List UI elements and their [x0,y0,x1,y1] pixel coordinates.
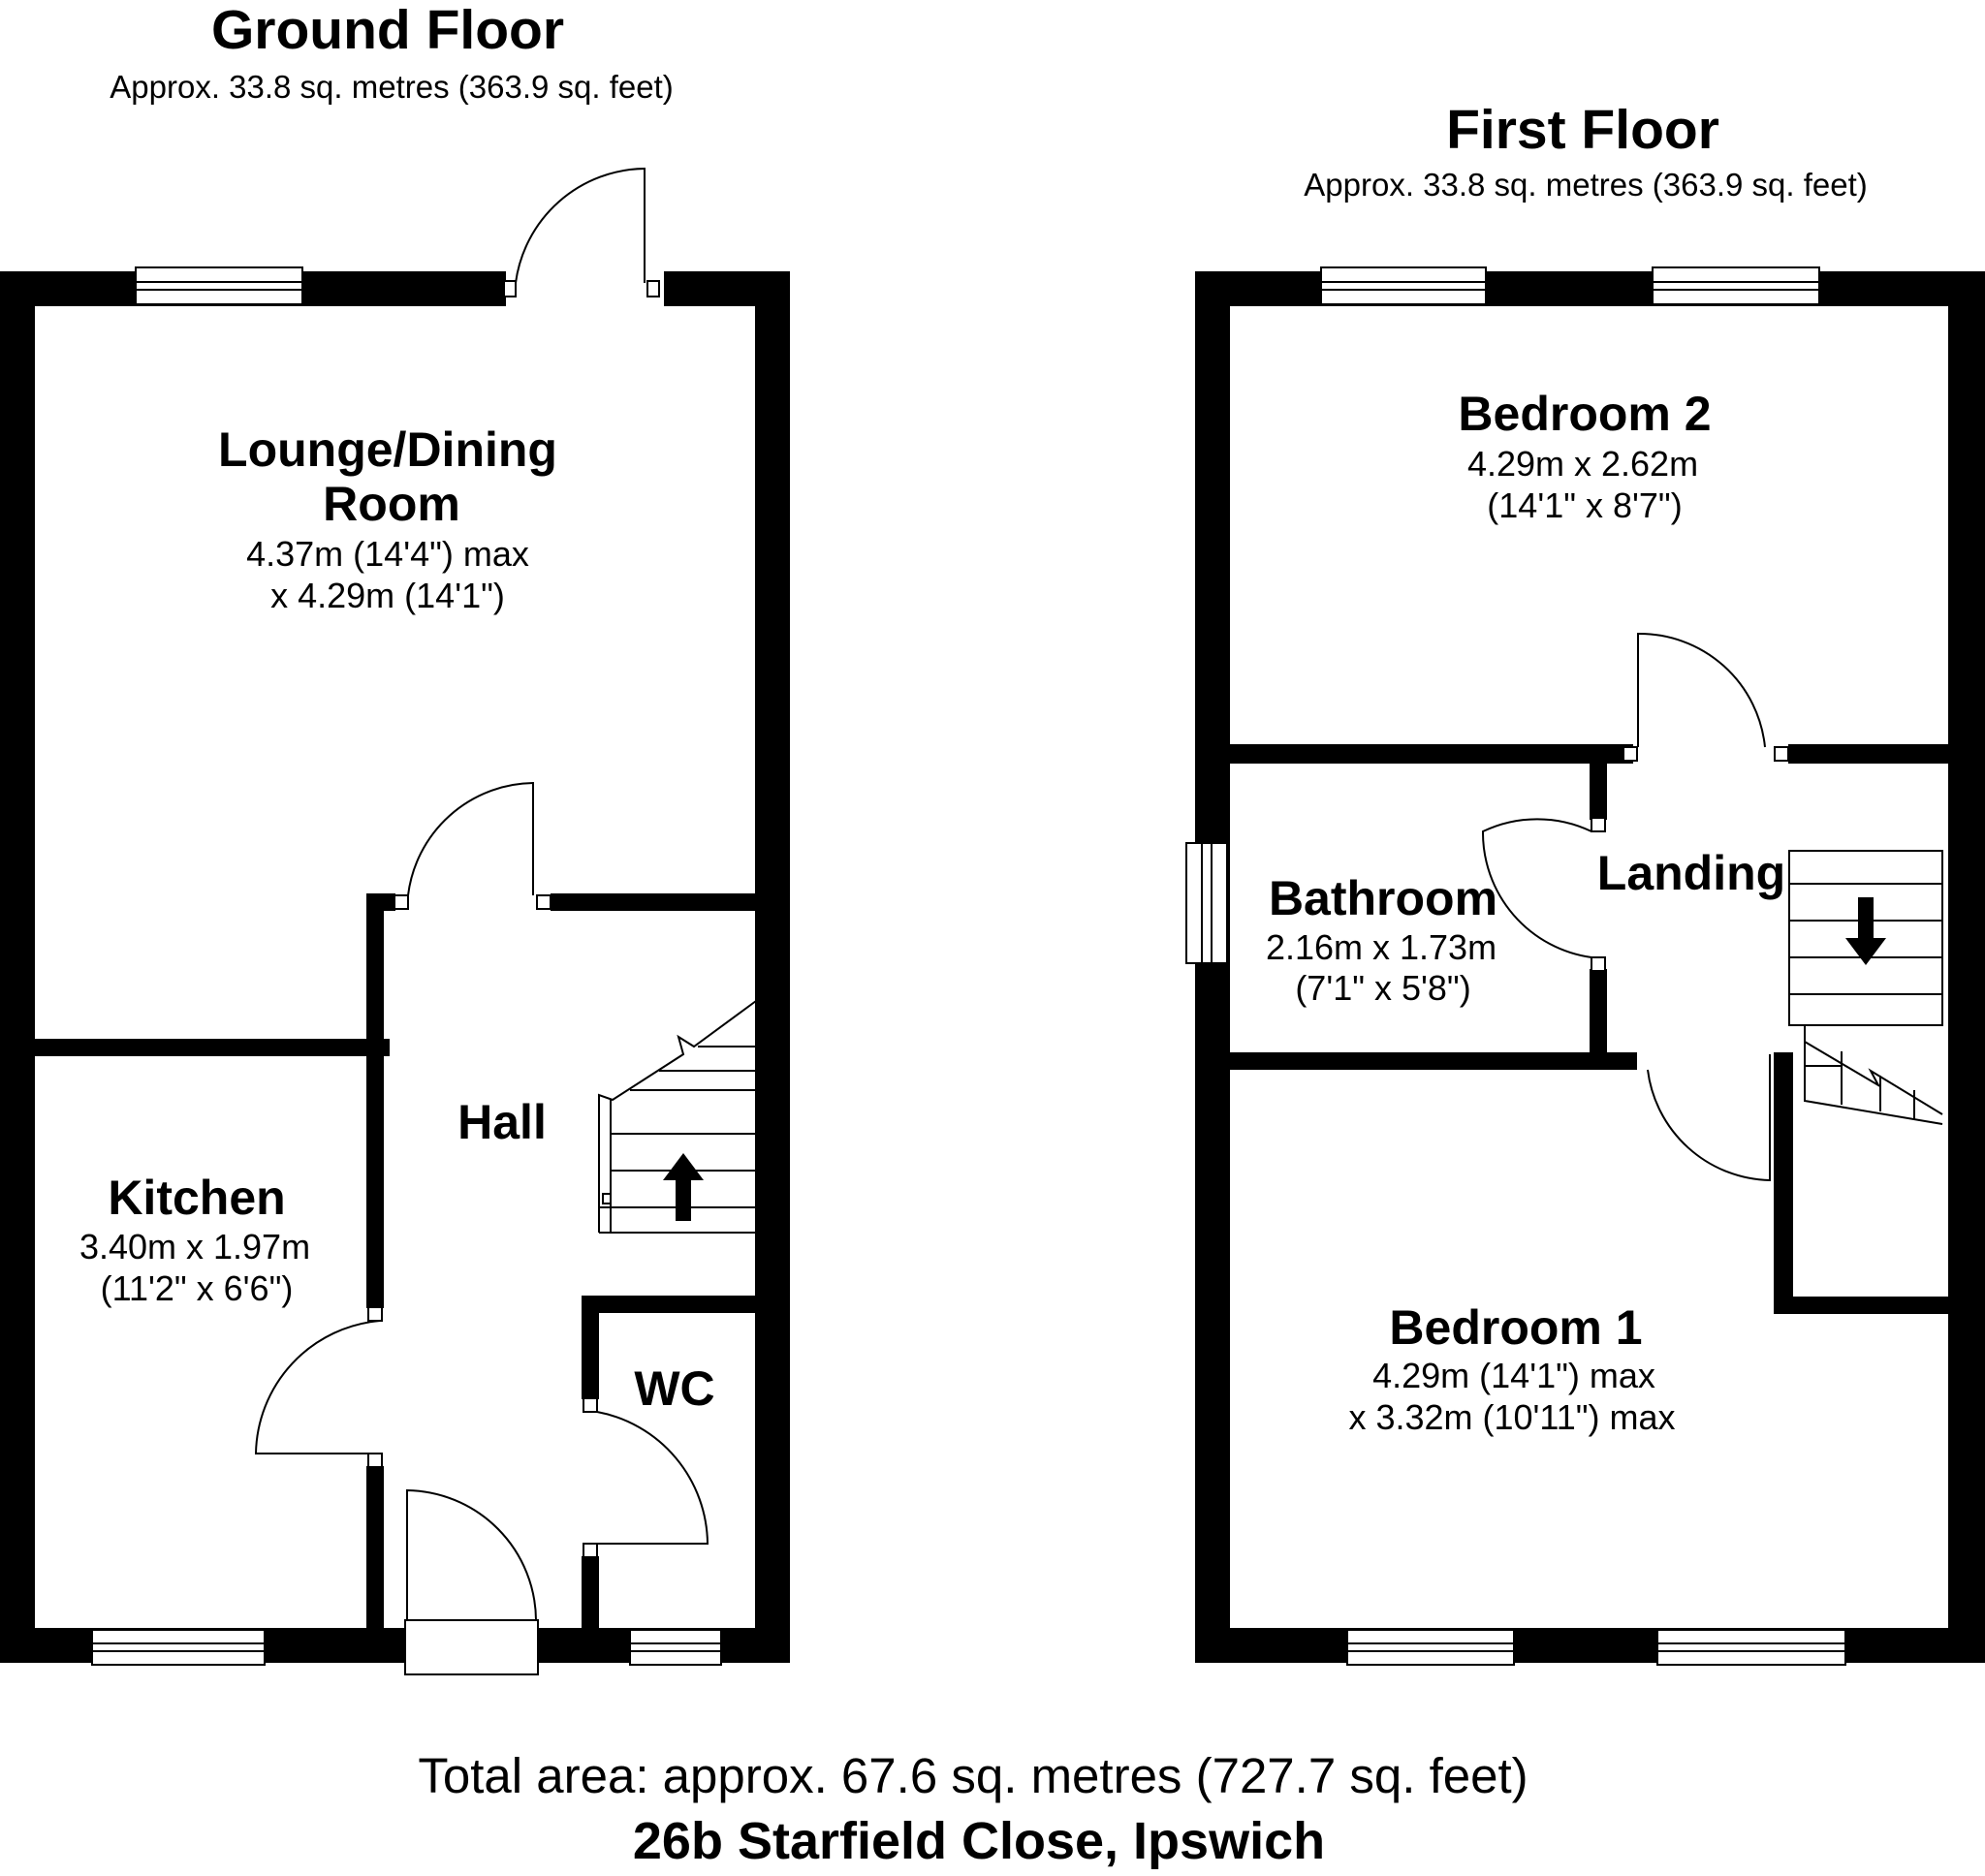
gf-hall-left-wall-upper [366,896,384,1308]
ff-bathroom-door [1481,818,1592,958]
ff-stairs-down-arrow-icon [1845,897,1886,965]
bedroom2-dim-line1: 4.29m x 2.62m [1467,444,1698,484]
ff-bathroom-right-wall-lower [1590,969,1607,1068]
gf-kitchen-top-wall [35,1039,390,1056]
first-floor-plan: First Floor Approx. 33.8 sq. metres (363… [1185,99,1985,1666]
gf-wc-top-wall [582,1296,764,1313]
bedroom2-name: Bedroom 2 [1458,387,1711,441]
ff-top-wall [1195,271,1985,306]
lounge-dim-line2: x 4.29m (14'1") [270,576,505,615]
gf-wc-left-wall-lower [582,1556,599,1628]
wc-name: WC [634,1361,714,1416]
ff-bedroom2-window-left [1320,266,1487,305]
kitchen-dim-line2: (11'2" x 6'6") [101,1268,294,1308]
first-floor-area: Approx. 33.8 sq. metres (363.9 sq. feet) [1304,167,1867,203]
ff-bathroom-window [1185,842,1228,964]
ff-bedroom2-bottom-wall-right [1788,744,1951,764]
bedroom1-dim-line2: x 3.32m (10'11") max [1348,1397,1675,1437]
lounge-dim-line1: 4.37m (14'4") max [246,534,529,574]
ff-cupboard-left-wall [1774,1052,1793,1314]
gf-left-wall [0,271,35,1663]
ff-bedroom2-bottom-wall-left [1230,744,1633,764]
lounge-name-line1: Lounge/Dining [218,422,557,477]
lounge-name-line2: Room [323,477,460,531]
gf-hall-top-wall-right [551,893,764,911]
ff-bedroom1-window-right [1656,1629,1846,1666]
gf-lounge-window [135,266,303,305]
gf-kitchen-window [91,1629,266,1666]
bedroom1-dim-line1: 4.29m (14'1") max [1372,1356,1655,1395]
kitchen-dim-line1: 3.40m x 1.97m [79,1227,310,1266]
gf-lounge-door [407,781,534,896]
bathroom-dim-line1: 2.16m x 1.73m [1266,927,1497,967]
ff-bedroom2-window-right [1652,266,1820,305]
ff-bedroom1-window-left [1346,1629,1515,1666]
ff-bottom-wall [1195,1628,1985,1663]
gf-hall-top-wall-left [366,893,395,911]
ff-left-wall [1195,271,1230,1663]
gf-wc-left-wall-upper [582,1296,599,1399]
gf-garden-door [515,167,646,284]
ff-bathroom-bottom-wall [1230,1052,1637,1070]
ground-floor-title: Ground Floor [211,0,564,61]
bathroom-dim-line2: (7'1" x 5'8") [1295,968,1470,1008]
bathroom-name: Bathroom [1269,871,1497,925]
ff-cupboard-bottom-wall [1774,1297,1951,1314]
first-floor-title: First Floor [1446,99,1719,161]
ff-bathroom-right-wall-upper [1590,762,1607,820]
landing-name: Landing [1597,846,1785,900]
gf-front-door-threshold [404,1619,539,1675]
gf-right-wall [755,271,790,1663]
gf-kitchen-door [254,1320,381,1454]
bedroom1-name: Bedroom 1 [1389,1300,1642,1355]
gf-stairs-up-arrow-icon [663,1153,704,1221]
ground-floor-area: Approx. 33.8 sq. metres (363.9 sq. feet) [110,69,673,105]
property-address: 26b Starfield Close, Ipswich [633,1812,1325,1870]
ground-floor-plan: Ground Floor Approx. 33.8 sq. metres (36… [0,0,790,1675]
kitchen-name: Kitchen [108,1171,285,1225]
ff-bedroom1-door [1647,1054,1771,1182]
gf-front-door [406,1488,537,1621]
gf-hall-left-wall-lower [366,1466,384,1628]
ff-bedroom2-door [1637,632,1766,748]
gf-wc-door [596,1411,709,1545]
hall-name: Hall [457,1095,547,1149]
bedroom2-dim-line2: (14'1" x 8'7") [1487,485,1682,525]
ff-right-wall [1948,271,1985,1663]
total-area: Total area: approx. 67.6 sq. metres (727… [418,1748,1528,1803]
gf-staircase [598,1000,757,1234]
ff-staircase [1788,850,1943,1125]
gf-wc-window [629,1629,722,1666]
